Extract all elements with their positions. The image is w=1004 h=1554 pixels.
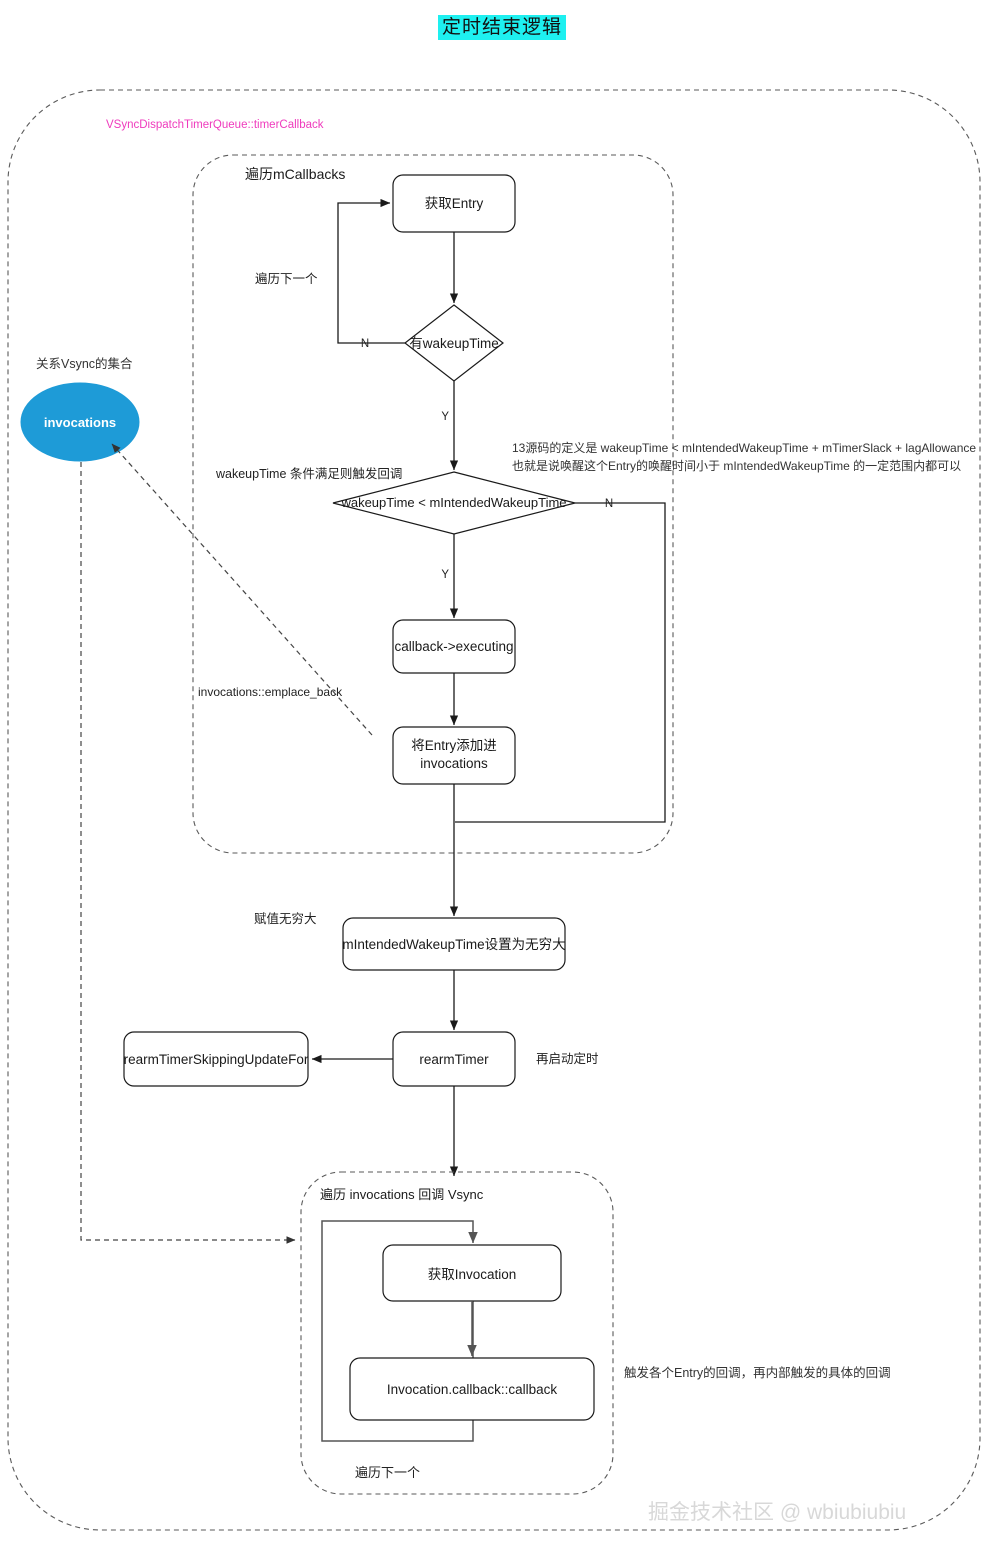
edge-label-next-loop: 遍历下一个: [255, 272, 318, 286]
edge-label-y1: Y: [441, 411, 449, 423]
node-add-entry-line1: 将Entry添加进: [411, 738, 497, 753]
edge-label-restart-timer: 再启动定时: [536, 1051, 599, 1066]
outer-group-box: [7, 89, 981, 1531]
edge-invocations-to-group-dashed: [80, 462, 296, 1244]
collection-caption: 关系Vsync的集合: [36, 356, 133, 371]
group-mcallbacks-label: 遍历mCallbacks: [245, 166, 345, 182]
group-invocations-box: [300, 1171, 614, 1495]
node-callback-executing-label: callback->executing: [395, 639, 514, 654]
page-title: 定时结束逻辑: [0, 12, 1004, 40]
node-get-entry-label: 获取Entry: [425, 196, 484, 211]
page-title-text: 定时结束逻辑: [437, 15, 566, 40]
node-cmp-wakeuptime-label: wakeupTime < mIntendedWakeupTime: [340, 495, 566, 510]
node-rearm-skipping[interactable]: [123, 1031, 309, 1087]
node-rearm-timer-label: rearmTimer: [419, 1052, 489, 1067]
edge-emplace-back-dashed: [111, 443, 373, 736]
edge-label-y2: Y: [441, 569, 449, 581]
edge-label-invocations-loop: 遍历下一个: [355, 1465, 420, 1480]
annotation-trigger-note: 触发各个Entry的回调，再内部触发的具体的回调: [624, 1365, 891, 1380]
node-set-infinite-label: mIntendedWakeupTime设置为无穷大: [342, 937, 565, 952]
invocations-ellipse: [20, 382, 140, 462]
outer-group-label: VSyncDispatchTimerQueue::timerCallback: [106, 119, 324, 131]
edge-label-trigger-cond: wakeupTime 条件满足则触发回调: [215, 466, 402, 481]
node-get-invocation-label: 获取Invocation: [428, 1267, 517, 1282]
edge-cmp-n-branch: [455, 502, 666, 823]
edge-haswakeup-n-loop: [337, 198, 405, 344]
annotation-source-note-line2: 也就是说唤醒这个Entry的唤醒时间小于 mIntendedWakeupTime…: [512, 458, 961, 473]
annotation-source-note-line1: 13源码的定义是 wakeupTime < mIntendedWakeupTim…: [512, 440, 976, 455]
node-invocation-callback-label: Invocation.callback::callback: [387, 1382, 558, 1397]
node-invocation-callback[interactable]: [349, 1357, 595, 1421]
edge-label-emplace-back: invocations::emplace_back: [198, 685, 343, 699]
edge-label-n2: N: [605, 498, 613, 510]
node-add-entry-line2: invocations: [420, 756, 488, 771]
invocations-ellipse-label: invocations: [44, 415, 116, 430]
edge-label-n1: N: [361, 338, 369, 350]
group-mcallbacks-box: [192, 154, 674, 854]
node-has-wakeuptime-label: 有wakeupTime: [409, 336, 499, 351]
edge-label-assign-infinite: 赋值无穷大: [254, 911, 317, 926]
group-invocations-label: 遍历 invocations 回调 Vsync: [320, 1187, 484, 1202]
watermark: 掘金技术社区 @ wbiubiubiu: [648, 1501, 906, 1524]
node-rearm-skipping-label: rearmTimerSkippingUpdateFor: [124, 1052, 309, 1067]
